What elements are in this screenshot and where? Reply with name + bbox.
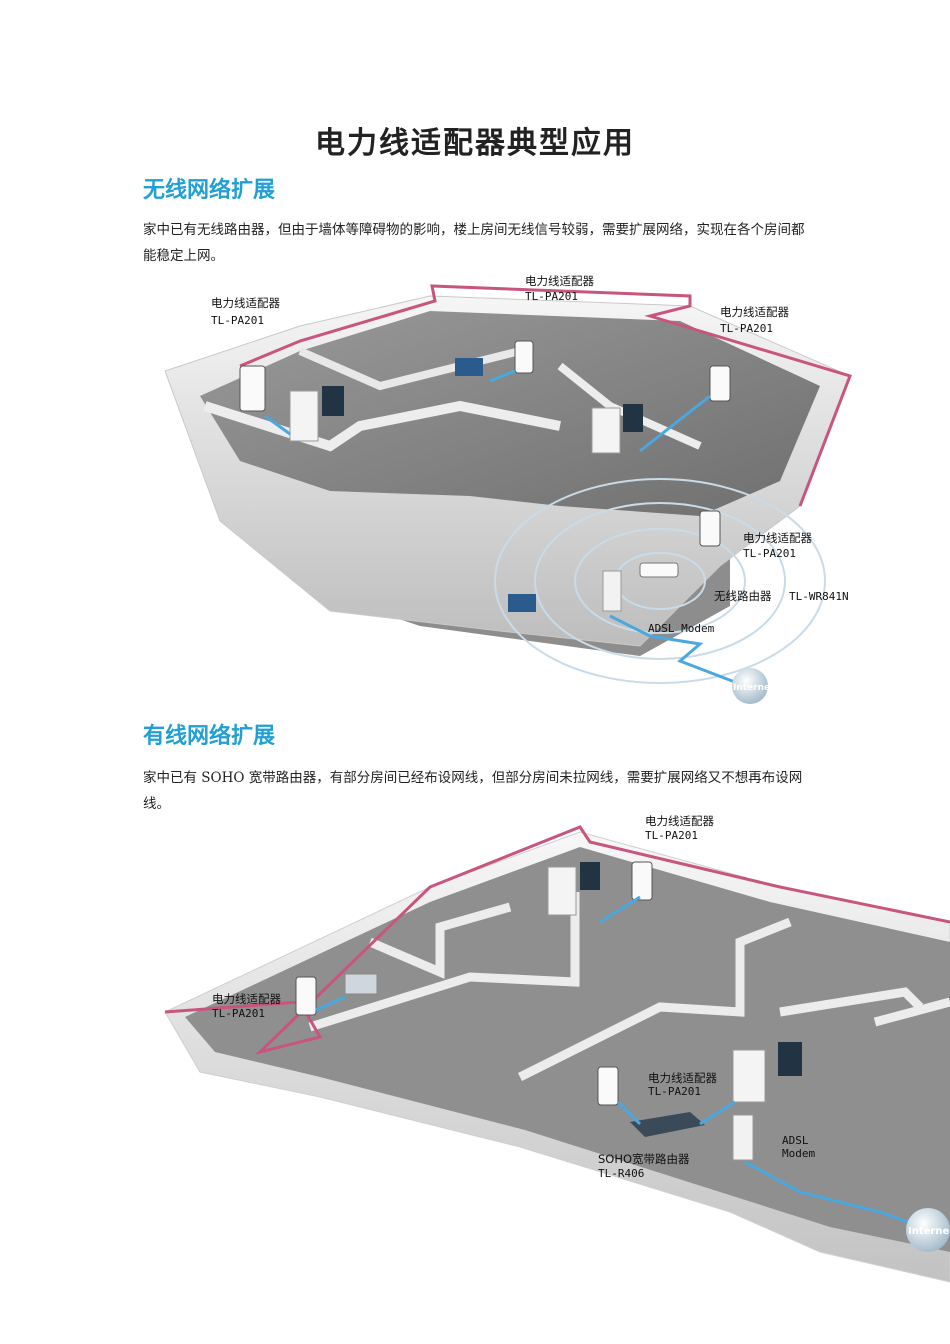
- label-adapter-model: TL-PA201: [743, 547, 796, 560]
- pc-tower: [733, 1050, 765, 1102]
- section-heading-wired: 有线网络扩展: [143, 718, 275, 750]
- monitor: [580, 862, 600, 890]
- label-adapter-model: TL-PA201: [645, 829, 698, 842]
- label-router: 无线路由器: [714, 589, 772, 603]
- label-router-model: TL-R406: [598, 1167, 644, 1180]
- pc-tower: [290, 391, 318, 441]
- laptop: [455, 358, 483, 376]
- wireless-router: [640, 563, 678, 577]
- label-adapter: 电力线适配器: [648, 1071, 717, 1085]
- powerline-adapter: [710, 366, 730, 401]
- label-adapter-model: TL-PA201: [212, 1007, 265, 1020]
- label-adapter: 电力线适配器: [212, 992, 281, 1006]
- wired-extension-illustration: Interne 电力线适配器 TL-PA201 电力线适配器 TL-PA201 …: [0, 812, 950, 1332]
- powerline-adapter: [700, 511, 720, 546]
- label-router-model: TL-WR841N: [789, 590, 849, 603]
- adsl-modem: [733, 1115, 753, 1160]
- label-adapter-model: TL-PA201: [211, 314, 264, 327]
- powerline-adapter: [598, 1067, 618, 1105]
- monitor: [322, 386, 344, 416]
- label-adapter: 电力线适配器: [743, 531, 812, 545]
- label-adapter: 电力线适配器: [645, 814, 714, 828]
- section-paragraph-wireless: 家中已有无线路由器，但由于墙体等障碍物的影响，楼上房间无线信号较弱，需要扩展网络…: [143, 217, 813, 269]
- internet-label: Interne: [908, 1226, 949, 1237]
- label-adapter-model: TL-PA201: [525, 290, 578, 303]
- monitor: [623, 404, 643, 432]
- laptop: [508, 594, 536, 612]
- label-modem: Modem: [782, 1147, 815, 1160]
- section-heading-wireless: 无线网络扩展: [143, 172, 275, 204]
- powerline-adapter: [296, 977, 316, 1015]
- wireless-extension-illustration: Internet 电力线适配器 TL-PA201 电力线适配器 TL-PA201…: [0, 266, 950, 716]
- adsl-modem: [603, 571, 621, 611]
- section-paragraph-wired: 家中已有 SOHO 宽带路由器，有部分房间已经布设网线，但部分房间未拉网线，需要…: [143, 765, 813, 817]
- label-adapter-model: TL-PA201: [720, 322, 773, 335]
- label-adapter: 电力线适配器: [720, 305, 789, 319]
- page-title: 电力线适配器典型应用: [0, 118, 950, 162]
- pc-tower: [592, 408, 620, 453]
- monitor: [778, 1042, 802, 1076]
- pc-tower: [548, 867, 576, 915]
- powerline-adapter: [515, 341, 533, 373]
- label-adapter: 电力线适配器: [525, 274, 594, 288]
- label-modem: ADSL Modem: [648, 622, 715, 635]
- internet-label: Internet: [733, 683, 775, 693]
- laptop: [345, 974, 377, 994]
- powerline-adapter: [240, 366, 265, 411]
- label-router: SOHO宽带路由器: [598, 1152, 690, 1166]
- label-modem: ADSL: [782, 1134, 809, 1147]
- powerline-adapter: [632, 862, 652, 900]
- label-adapter-model: TL-PA201: [648, 1085, 701, 1098]
- label-adapter: 电力线适配器: [211, 296, 280, 310]
